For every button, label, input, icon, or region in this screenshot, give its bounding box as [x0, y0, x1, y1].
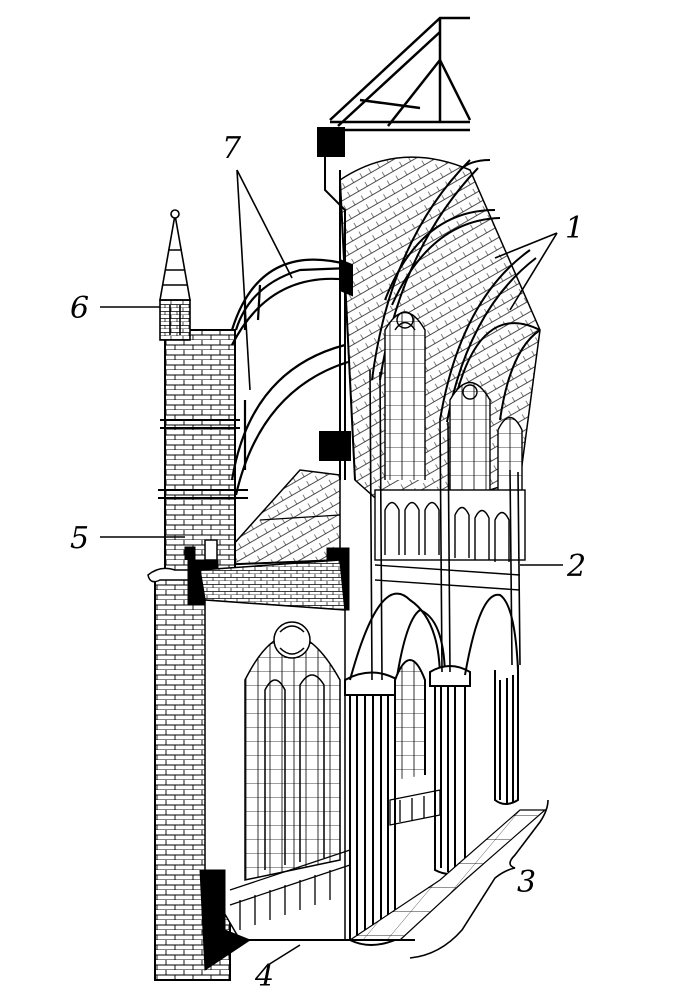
blind-arcade — [229, 789, 441, 930]
callout-2: 2 — [566, 549, 586, 584]
flying-buttresses — [230, 258, 351, 496]
clerestory-windows — [384, 311, 523, 500]
callout-leaders — [100, 169, 563, 966]
callout-6: 6 — [70, 291, 89, 326]
leader-3-bracket — [409, 799, 549, 959]
callout-5: 5 — [70, 521, 89, 556]
leader-7b — [236, 169, 251, 391]
aisle-window — [244, 621, 341, 881]
callout-4: 4 — [254, 959, 274, 994]
nave-arcade — [344, 592, 519, 946]
vault-ribs — [371, 159, 541, 423]
clerestory-pier — [317, 127, 353, 480]
vaulting-shaft — [369, 369, 521, 681]
triforium-arcade — [374, 489, 526, 591]
plinth — [199, 869, 252, 971]
leader-1 — [494, 232, 558, 259]
floor — [245, 809, 547, 941]
leader-4 — [267, 944, 301, 966]
callout-3: 3 — [517, 865, 536, 900]
roof-truss — [329, 16, 472, 132]
callout-numbers: 1 2 3 4 5 6 7 — [70, 131, 586, 994]
leader-7a — [236, 169, 293, 279]
pinnacle — [159, 209, 191, 341]
leader-1b — [509, 232, 558, 311]
callout-7: 7 — [222, 131, 242, 166]
callout-1: 1 — [565, 211, 584, 246]
